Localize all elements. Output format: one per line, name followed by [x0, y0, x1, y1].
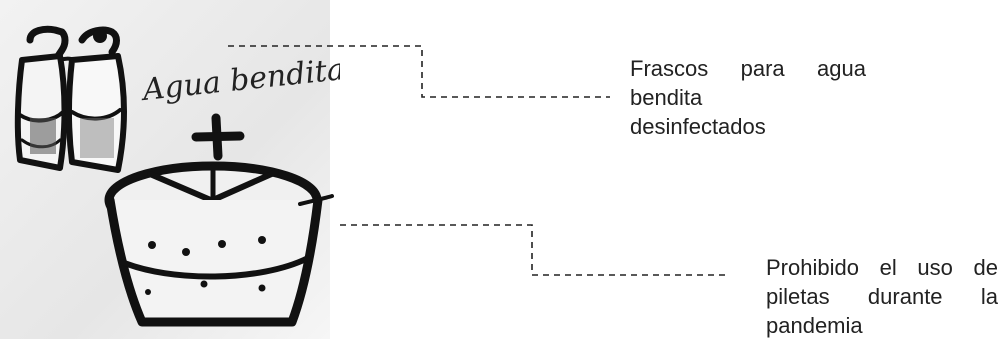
callout-bottles: Frascos para agua bendita desinfectados	[630, 54, 866, 141]
basin-icon	[104, 161, 334, 327]
plus-icon	[191, 113, 245, 161]
sketch-drawing: Agua bendita	[0, 0, 340, 339]
callout-basin-line-2: piletas durante la	[766, 284, 998, 309]
callout-bottles-line-3: desinfectados	[630, 114, 766, 139]
callout-basin: Prohibido el uso de piletas durante la p…	[766, 253, 998, 340]
callout-bottles-line-2: bendita	[630, 85, 703, 110]
callout-basin-line-3: pandemia	[766, 313, 863, 338]
callout-bottles-line-1: Frascos para agua	[630, 56, 866, 81]
leader-line-basin	[340, 224, 728, 276]
bottles-icon	[14, 25, 127, 173]
callout-basin-line-1: Prohibido el uso de	[766, 255, 998, 280]
leader-line-bottles	[228, 45, 610, 98]
